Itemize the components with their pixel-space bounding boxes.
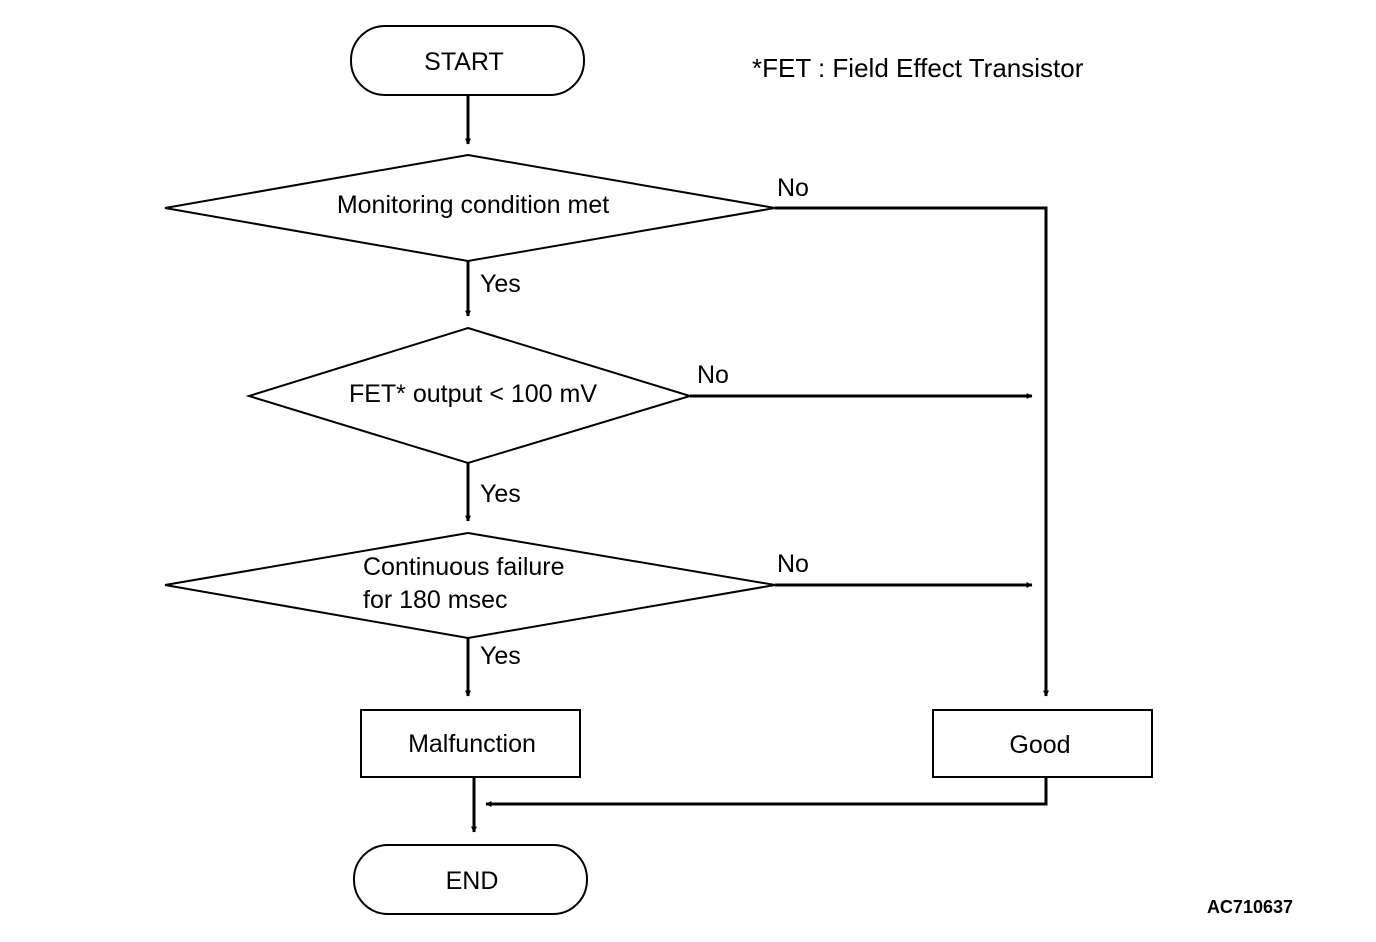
end-label: END xyxy=(446,867,499,895)
decision-fet-output-label: FET* output < 100 mV xyxy=(349,380,597,408)
malfunction-box xyxy=(360,709,581,778)
d2-yes-label: Yes xyxy=(480,480,521,508)
decision-continuous-failure-label-line2: for 180 msec xyxy=(363,586,508,614)
malfunction-label: Malfunction xyxy=(408,730,536,758)
d1-yes-label: Yes xyxy=(480,270,521,298)
footnote: *FET : Field Effect Transistor xyxy=(752,53,1084,83)
good-box xyxy=(932,709,1153,778)
end-terminator xyxy=(353,844,588,915)
decision-continuous-failure-label-line1: Continuous failure xyxy=(363,553,565,581)
d1-no-label: No xyxy=(777,174,809,202)
start-label: START xyxy=(424,48,504,76)
good-label: Good xyxy=(1009,731,1070,759)
d2-no-label: No xyxy=(697,361,729,389)
flow-good-to-merge xyxy=(485,777,1048,807)
d3-yes-label: Yes xyxy=(480,642,521,670)
flow-d1-no xyxy=(775,206,1049,697)
decision-monitoring-condition-label: Monitoring condition met xyxy=(337,191,609,219)
d3-no-label: No xyxy=(777,550,809,578)
figure-code: AC710637 xyxy=(1207,897,1293,917)
